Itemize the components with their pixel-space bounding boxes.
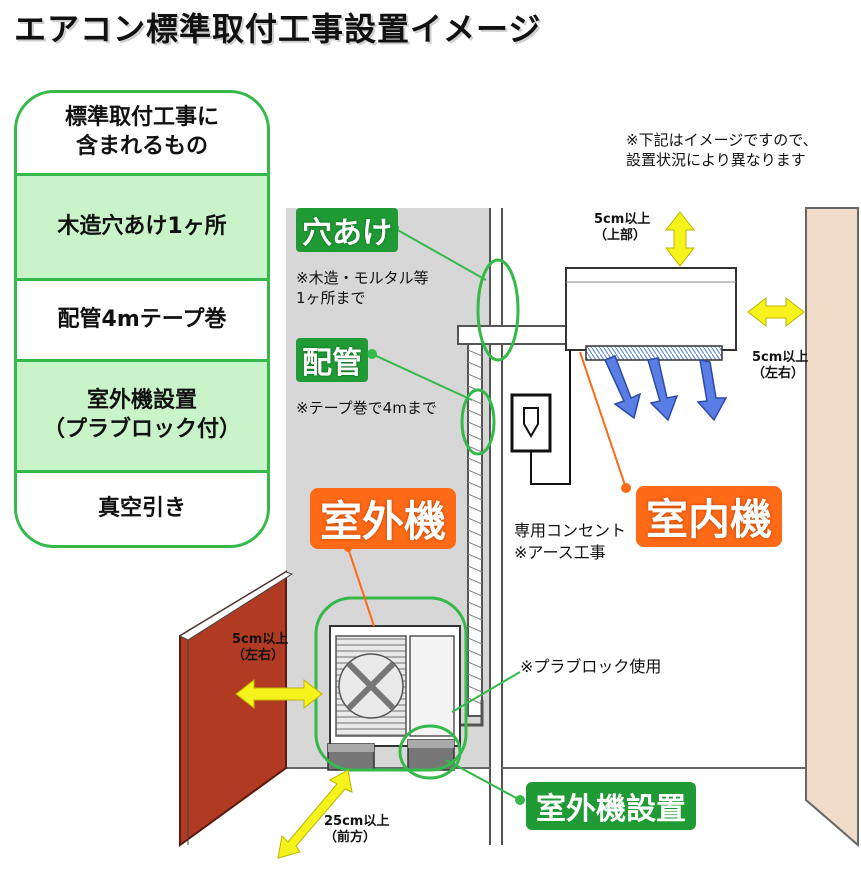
included-items-header: 標準取付工事に 含まれるもの <box>64 105 219 159</box>
outdoor-unit-label: 室外機 <box>310 488 457 549</box>
indoor-unit-vent <box>585 345 723 361</box>
item-wood-drilling: 木造穴あけ1ヶ所 <box>17 176 267 278</box>
item-outdoor-unit-install: 室外機設置 （プラブロック付） <box>17 362 267 470</box>
hole-highlight <box>476 258 520 362</box>
disclaimer-note: ※下記はイメージですので、 設置状況により異なります <box>626 131 818 170</box>
hole-note: ※木造・モルタル等 1ヶ所まで <box>296 269 429 308</box>
item-piping: 配管4mテープ巻 <box>57 306 227 332</box>
side-wall <box>179 570 287 847</box>
clearance-outdoor-side: 5cm以上 （左右） <box>232 632 289 664</box>
outdoor-install-label: 室外機設置 <box>526 782 696 830</box>
outlet-icon <box>510 393 552 453</box>
outlet-note: 専用コンセント ※アース工事 <box>514 521 627 562</box>
indoor-unit-label: 室内機 <box>636 486 783 547</box>
piping-highlight <box>460 388 496 456</box>
airflow-arrows <box>603 355 728 422</box>
right-wall <box>805 207 859 848</box>
block-highlight <box>398 724 462 780</box>
piping-label: 配管 <box>296 338 368 382</box>
piping-note: ※テープ巻で4mまで <box>296 399 437 417</box>
page-title: エアコン標準取付工事設置イメージ <box>14 10 542 48</box>
clearance-arrows <box>235 211 805 859</box>
clearance-indoor-side: 5cm以上 （左右） <box>752 350 809 382</box>
block-note: ※プラブロック使用 <box>520 657 662 676</box>
clearance-top: 5cm以上 （上部） <box>594 212 651 244</box>
included-items-panel: 標準取付工事に 含まれるもの 木造穴あけ1ヶ所 配管4mテープ巻 室外機設置 （… <box>14 90 270 548</box>
item-vacuum: 真空引き <box>97 495 186 521</box>
clearance-front: 25cm以上 （前方） <box>324 814 390 846</box>
outdoor-unit-highlight <box>314 596 468 772</box>
hole-label: 穴あけ <box>296 208 398 252</box>
indoor-unit-body <box>565 267 737 351</box>
